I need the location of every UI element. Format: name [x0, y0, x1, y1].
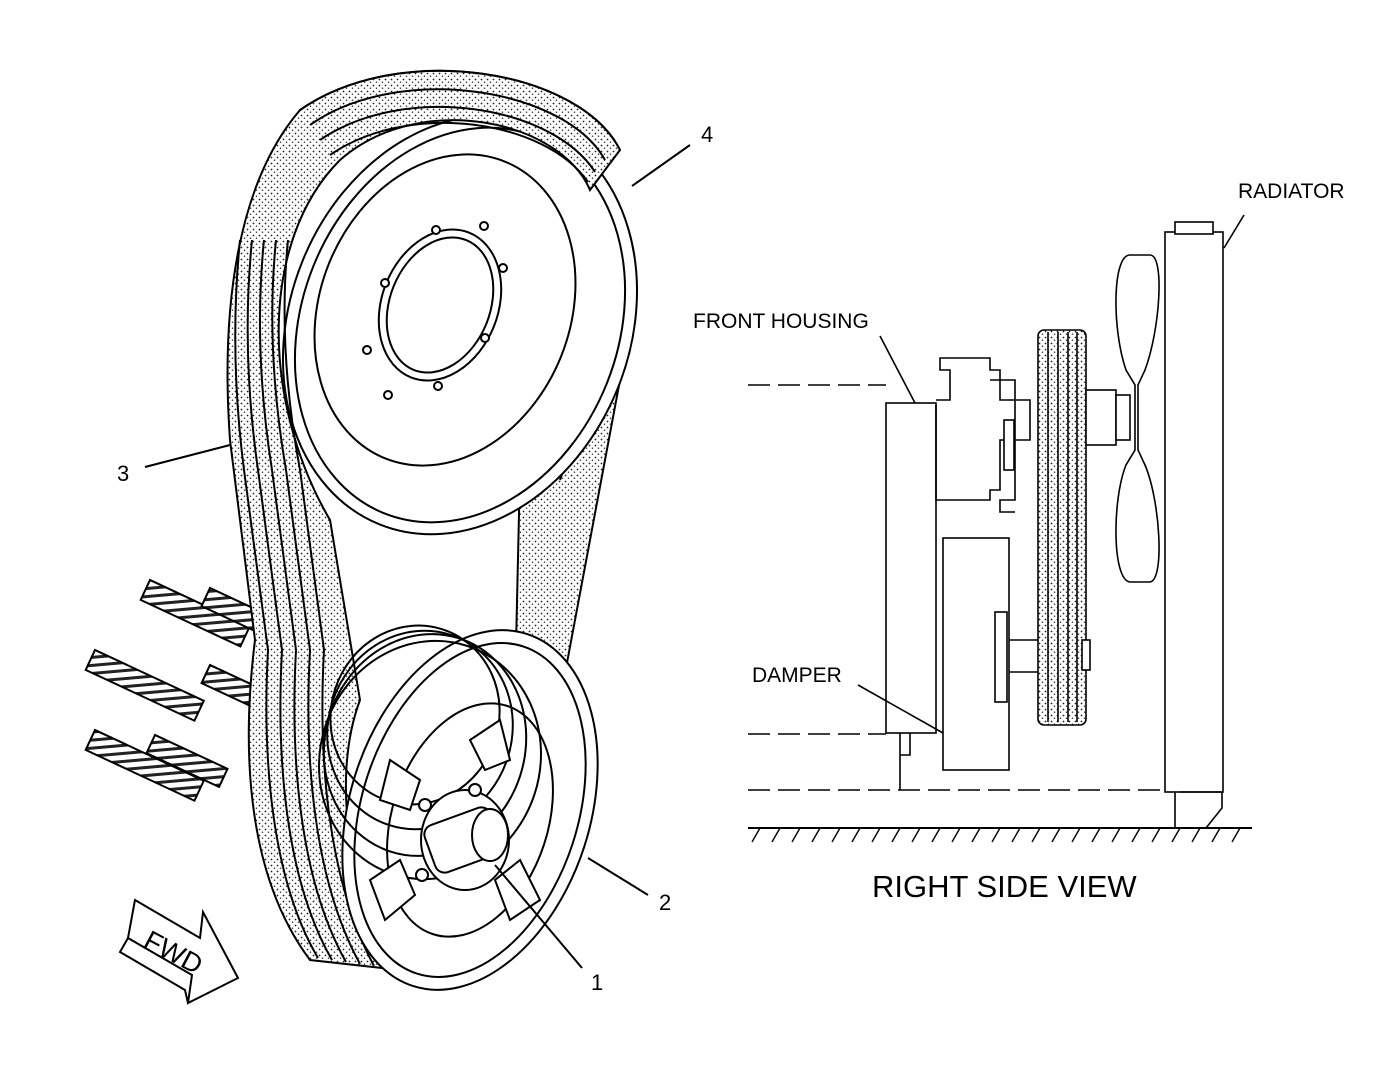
right-side-view	[748, 214, 1252, 843]
leader-1	[494, 864, 583, 969]
mounting-studs	[84, 578, 266, 802]
front-housing	[885, 357, 1031, 790]
callout-4: 4	[701, 122, 713, 147]
crankshaft-pulley	[318, 624, 599, 991]
leader-damper	[857, 684, 944, 734]
leader-front-housing	[879, 335, 916, 404]
fwd-arrow-icon	[118, 898, 240, 1005]
leader-2	[587, 857, 649, 896]
radiator-label: RADIATOR	[1238, 180, 1345, 203]
damper-label: DAMPER	[752, 664, 842, 687]
fan	[1085, 254, 1160, 583]
hub	[415, 783, 510, 891]
leader-3	[144, 444, 231, 468]
drive-belt	[226, 69, 622, 972]
isometric-view	[84, 69, 691, 1005]
view-title: RIGHT SIDE VIEW	[872, 869, 1137, 904]
leader-radiator	[1223, 214, 1245, 249]
damper	[942, 537, 1091, 771]
leader-4	[631, 144, 691, 187]
callout-1: 1	[591, 970, 603, 995]
callout-2: 2	[659, 890, 671, 915]
upper-pulley	[281, 114, 639, 536]
radiator	[1164, 221, 1224, 829]
ground-line	[748, 827, 1252, 843]
pulley-bolt-holes	[362, 221, 508, 400]
front-housing-label: FRONT HOUSING	[693, 310, 869, 333]
callout-3: 3	[117, 461, 129, 486]
fan-pulley-side	[1037, 329, 1087, 726]
